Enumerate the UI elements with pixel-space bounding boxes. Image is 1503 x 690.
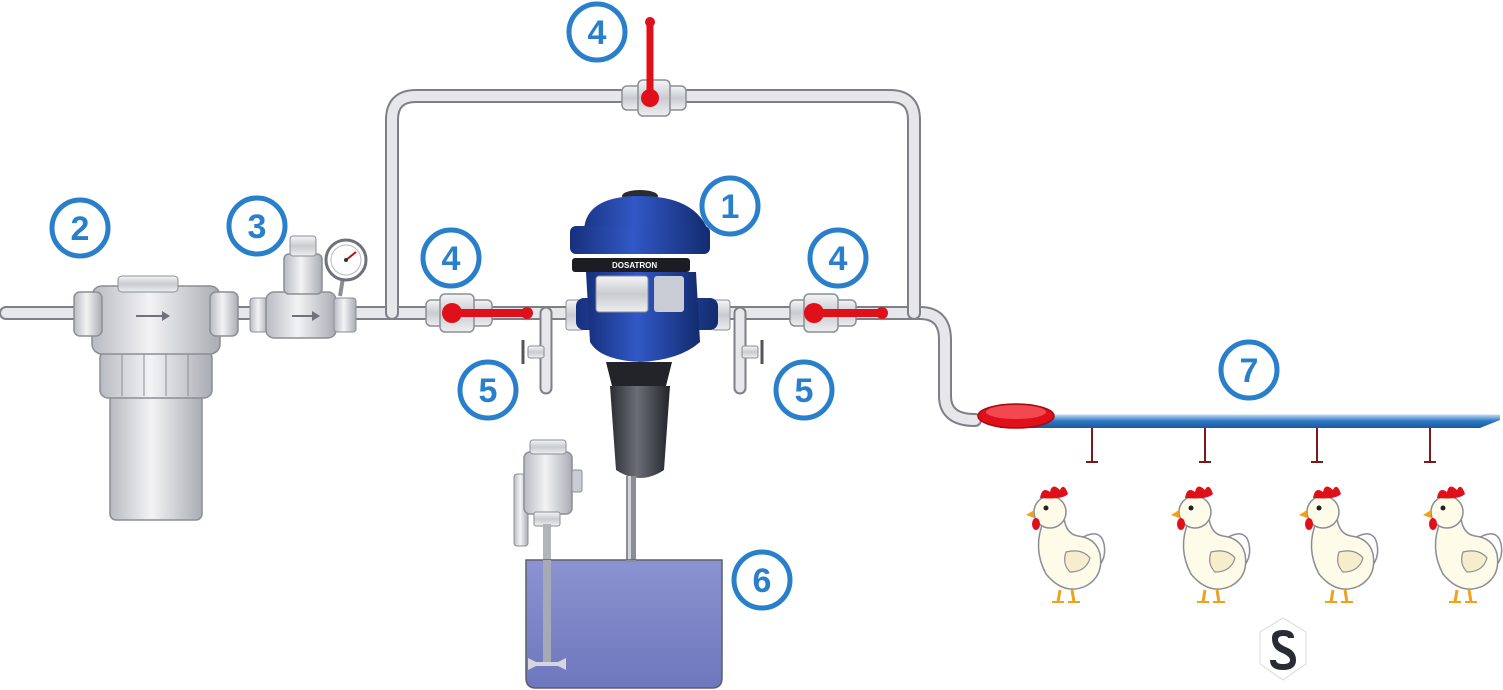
callout-label: 7 [1240,352,1259,390]
drain-tap-icon [521,340,764,364]
solution-tank [525,559,723,689]
chicken-icon [1171,486,1251,603]
chicken-icon [1026,486,1106,603]
main-pipe [0,306,982,427]
ball-valve-icon [425,17,888,333]
callout-label: 4 [588,14,607,52]
brand-logo: SHEWUYOU Livestock Equipment [1259,617,1483,681]
callout-tank: 6 [731,549,793,611]
callout-valve-outlet: 4 [807,227,869,289]
callout-label: 2 [71,210,90,248]
logo-subtitle: Livestock Equipment [1335,666,1436,677]
drinker-nipples [1086,428,1436,463]
chickens [1026,486,1503,603]
callout-label: 3 [248,208,267,246]
callout-label: 5 [479,372,498,410]
callout-drain-right: 5 [773,359,835,421]
logo-icon [1259,617,1307,681]
callout-label: 4 [442,240,461,278]
callout-label: 1 [721,188,740,226]
filter-icon [73,275,239,521]
callouts: 1 2 3 4 4 4 5 5 6 7 [49,1,1280,611]
chicken-icon [1299,486,1379,603]
callout-label: 6 [753,562,772,600]
logo-title: SHEWUYOU [1316,636,1483,666]
drain-pipes [539,306,747,395]
callout-pressure-regulator: 3 [226,195,288,257]
callout-pump: 1 [699,175,761,237]
callout-filter: 2 [49,197,111,259]
pump-icon: DOSATRON [565,190,731,564]
callout-valve-bypass: 4 [566,1,628,63]
callout-label: 4 [829,240,848,278]
pressure-regulator-icon [249,235,368,339]
dosatron-brand: DOSATRON [612,261,657,270]
drinker-line [977,403,1500,429]
callout-valve-inlet: 4 [420,227,482,289]
chicken-icon [1423,486,1503,603]
callout-drain-left: 5 [457,359,519,421]
callout-drinker-line: 7 [1218,339,1280,401]
callout-label: 5 [795,372,814,410]
